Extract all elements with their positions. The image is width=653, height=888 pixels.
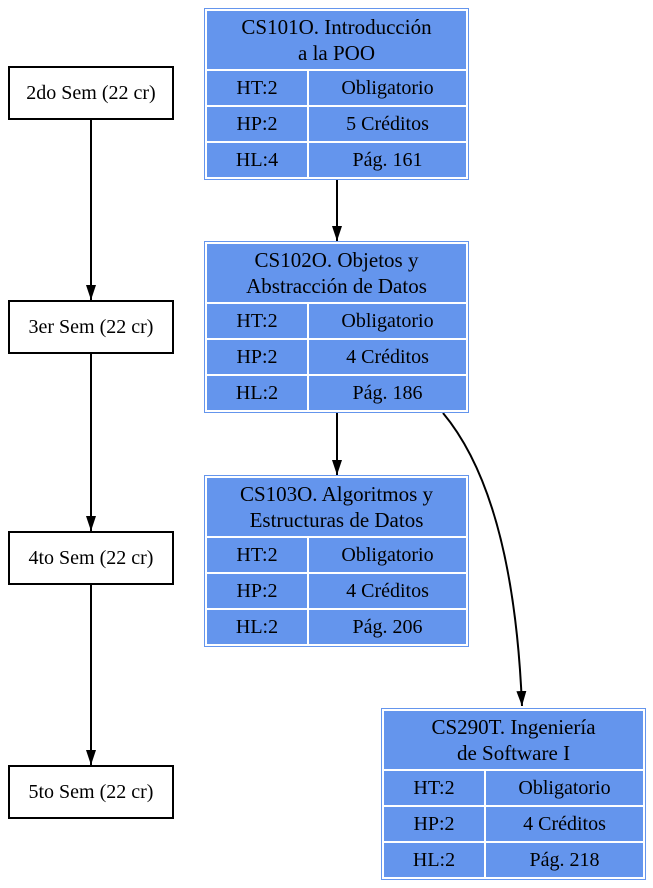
cell-hp: HP:2 [207,340,307,374]
course-title: CS101O. Introducción a la POO [207,11,466,69]
course-title-line: a la POO [298,41,375,65]
cell-hp: HP:2 [207,107,307,141]
course-row: HP:2 5 Créditos [207,107,466,141]
course-row: HP:2 4 Créditos [207,574,466,608]
course-row: HT:2 Obligatorio [384,771,643,805]
cell-credits: 4 Créditos [309,340,466,374]
cell-hp: HP:2 [384,807,484,841]
course-row: HL:2 Pág. 186 [207,376,466,410]
course-card-cs102o: CS102O. Objetos y Abstracción de Datos H… [204,241,469,413]
course-title: CS290T. Ingeniería de Software I [384,711,643,769]
course-title-line: CS101O. Introducción [241,15,432,39]
course-row: HT:2 Obligatorio [207,71,466,105]
semester-label: 4to Sem (22 cr) [28,546,154,569]
semester-node-4to: 4to Sem (22 cr) [8,531,174,585]
cell-hl: HL:2 [207,376,307,410]
course-row: HP:2 4 Créditos [207,340,466,374]
semester-label: 2do Sem (22 cr) [26,81,156,104]
cell-page: Pág. 161 [309,143,466,177]
semester-node-5to: 5to Sem (22 cr) [8,765,174,819]
cell-page: Pág. 218 [486,843,643,877]
cell-ht: HT:2 [384,771,484,805]
cell-page: Pág. 206 [309,610,466,644]
course-row: HT:2 Obligatorio [207,538,466,572]
cell-credits: 5 Créditos [309,107,466,141]
cell-credits: 4 Créditos [486,807,643,841]
course-title: CS103O. Algoritmos y Estructuras de Dato… [207,478,466,536]
course-card-cs103o: CS103O. Algoritmos y Estructuras de Dato… [204,475,469,647]
cell-ht: HT:2 [207,538,307,572]
cell-hp: HP:2 [207,574,307,608]
course-title-line: Abstracción de Datos [246,274,427,298]
cell-ht: HT:2 [207,71,307,105]
semester-node-2do: 2do Sem (22 cr) [8,66,174,120]
course-title-line: CS103O. Algoritmos y [239,482,434,506]
course-card-cs101o: CS101O. Introducción a la POO HT:2 Oblig… [204,8,469,180]
cell-type: Obligatorio [309,71,466,105]
course-row: HL:2 Pág. 218 [384,843,643,877]
course-row: HP:2 4 Créditos [384,807,643,841]
course-title-line: CS290T. Ingeniería [431,715,596,739]
cell-credits: 4 Créditos [309,574,466,608]
cell-type: Obligatorio [486,771,643,805]
cell-hl: HL:4 [207,143,307,177]
course-row: HT:2 Obligatorio [207,304,466,338]
cell-hl: HL:2 [384,843,484,877]
course-row: HL:2 Pág. 206 [207,610,466,644]
course-title-line: Estructuras de Datos [249,508,424,532]
cell-ht: HT:2 [207,304,307,338]
cell-hl: HL:2 [207,610,307,644]
course-title-line: de Software I [456,741,571,765]
cell-type: Obligatorio [309,538,466,572]
course-row: HL:4 Pág. 161 [207,143,466,177]
semester-label: 5to Sem (22 cr) [28,780,154,803]
cell-page: Pág. 186 [309,376,466,410]
course-card-cs290t: CS290T. Ingeniería de Software I HT:2 Ob… [381,708,646,880]
cell-type: Obligatorio [309,304,466,338]
course-title: CS102O. Objetos y Abstracción de Datos [207,244,466,302]
semester-label: 3er Sem (22 cr) [28,315,154,338]
course-title-line: CS102O. Objetos y [254,248,419,272]
semester-node-3er: 3er Sem (22 cr) [8,300,174,354]
